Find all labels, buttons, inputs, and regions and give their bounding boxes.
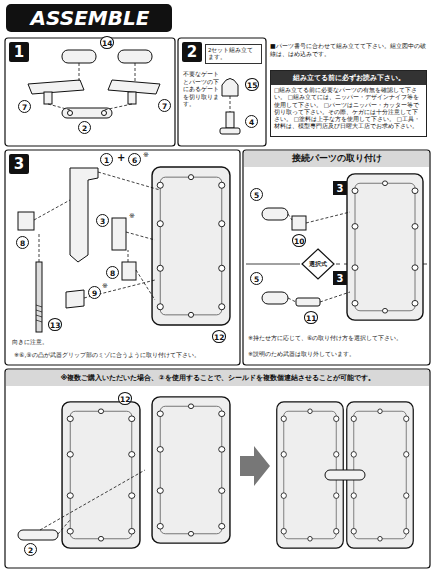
callout-number: 4 [245, 115, 258, 128]
part-number-box: 3 [333, 271, 347, 285]
callout-number: 8 [106, 266, 119, 279]
callout-number: 5 [250, 272, 263, 285]
node-text: 選択式 [309, 261, 327, 268]
node-text: 2 [187, 43, 197, 61]
node-text: □組み立てる前に必要なパーツの有無を確認して下さい。 □組み立てには、ニッパー・… [271, 85, 426, 133]
step-number: 3 [9, 154, 29, 174]
callout-number: 7 [18, 100, 31, 113]
plus-sign: + [117, 152, 125, 163]
callout-number: 5 [250, 188, 263, 201]
title-text: ASSEMBLE [14, 6, 166, 30]
note-mark: ※ [102, 282, 108, 290]
node-text: ※複数ご購入いただいた場合、②を使用することで、シールドを複数個連結させることが… [60, 373, 374, 383]
callout-number: 7 [158, 99, 171, 112]
part-number-box: 3 [333, 181, 347, 195]
note-text: ■パーツ番号に合わせて組み立てて下さい。組立図中の破線は、はめ込みです。 [270, 42, 428, 57]
callout-number: 15 [245, 78, 259, 91]
node-text: 組み立てる前に必ずお読み下さい。 [271, 71, 426, 85]
node-text: 2セット組み立てます。 [208, 47, 254, 60]
note-text: ※⑥,⑨の凸が武器グリップ部のミゾに合うように取り付けて下さい。 [14, 351, 236, 359]
callout-number: 6 [128, 153, 141, 166]
section-header: ※複数ご購入いただいた場合、②を使用することで、シールドを複数個連結させることが… [6, 370, 429, 386]
node-text: 1 [14, 43, 24, 61]
node-text: 3 [337, 183, 344, 194]
step-number: 1 [9, 42, 29, 62]
node-text: 3 [14, 155, 24, 173]
callout-number: 2 [24, 543, 37, 556]
callout-number: 12 [212, 330, 226, 343]
note-text: ※持たせ方に応じて、⑥の取り付け方を選択して下さい。 [248, 334, 428, 342]
note-mark: ※ [143, 151, 149, 159]
callout-number: 2 [78, 121, 91, 134]
note-mark: ※ [129, 212, 135, 220]
callout-number: 9 [88, 286, 101, 299]
note-text: ※説明のため武器は取り外しています。 [248, 350, 428, 358]
node-text: 3 [337, 273, 344, 284]
callout-number: 10 [292, 234, 306, 247]
caution-box: 組み立てる前に必ずお読み下さい。□組み立てる前に必要なパーツの有無を確認して下さ… [270, 70, 427, 137]
note-box: 2セット組み立てます。 [205, 44, 262, 64]
node-text: 接続パーツの取り付け [292, 153, 382, 165]
note-text: 不要なゲートとパーツの下にあるゲートを切り取ります。 [183, 70, 219, 108]
callout-number: 13 [48, 318, 62, 331]
callout-number: 1 [100, 153, 113, 166]
callout-number: 3 [96, 214, 109, 227]
step-number: 2 [182, 42, 202, 62]
section-header: 接続パーツの取り付け [244, 151, 429, 167]
callout-number: 8 [16, 236, 29, 249]
choice-diamond: 選択式 [301, 248, 335, 280]
note-text: 向きに注意。 [12, 338, 48, 346]
callout-number: 11 [304, 311, 318, 324]
callout-number: 14 [100, 36, 114, 49]
